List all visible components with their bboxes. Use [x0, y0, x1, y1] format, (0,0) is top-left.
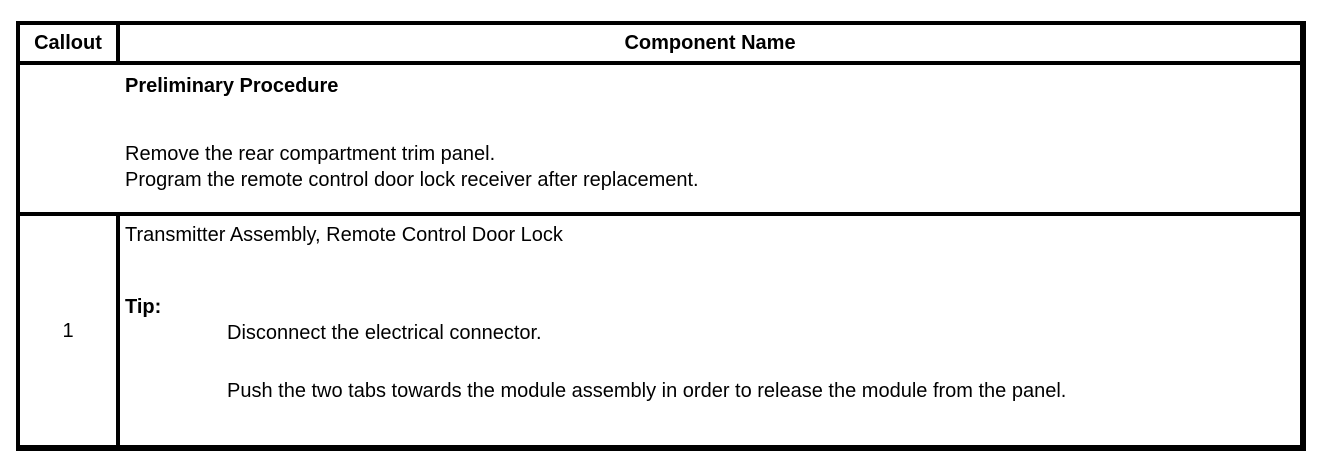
callout-column-header: Callout [16, 21, 120, 65]
component-name-text: Transmitter Assembly, Remote Control Doo… [125, 224, 563, 246]
tip-label: Tip: [125, 296, 162, 318]
preliminary-procedure-cell: Preliminary Procedure Remove the rear co… [16, 61, 1305, 216]
preliminary-procedure-title: Preliminary Procedure [125, 75, 339, 97]
preliminary-step-line: Program the remote control door lock rec… [125, 169, 699, 191]
preliminary-steps: Remove the rear compartment trim panel. … [125, 141, 1290, 193]
tip-instruction-line: Disconnect the electrical connector. [227, 322, 542, 344]
component-description-cell: Transmitter Assembly, Remote Control Doo… [116, 212, 1305, 450]
callout-number: 1 [16, 212, 120, 450]
tip-instruction-line: Push the two tabs towards the module ass… [227, 380, 1067, 402]
component-callout-table: Callout Component Name Preliminary Proce… [16, 21, 1306, 451]
header-row: Callout Component Name [16, 21, 1305, 65]
preliminary-step-line: Remove the rear compartment trim panel. [125, 143, 496, 165]
callout-row: 1 Transmitter Assembly, Remote Control D… [16, 212, 1305, 450]
component-name-column-header: Component Name [116, 21, 1305, 65]
preliminary-procedure-row: Preliminary Procedure Remove the rear co… [16, 61, 1305, 216]
